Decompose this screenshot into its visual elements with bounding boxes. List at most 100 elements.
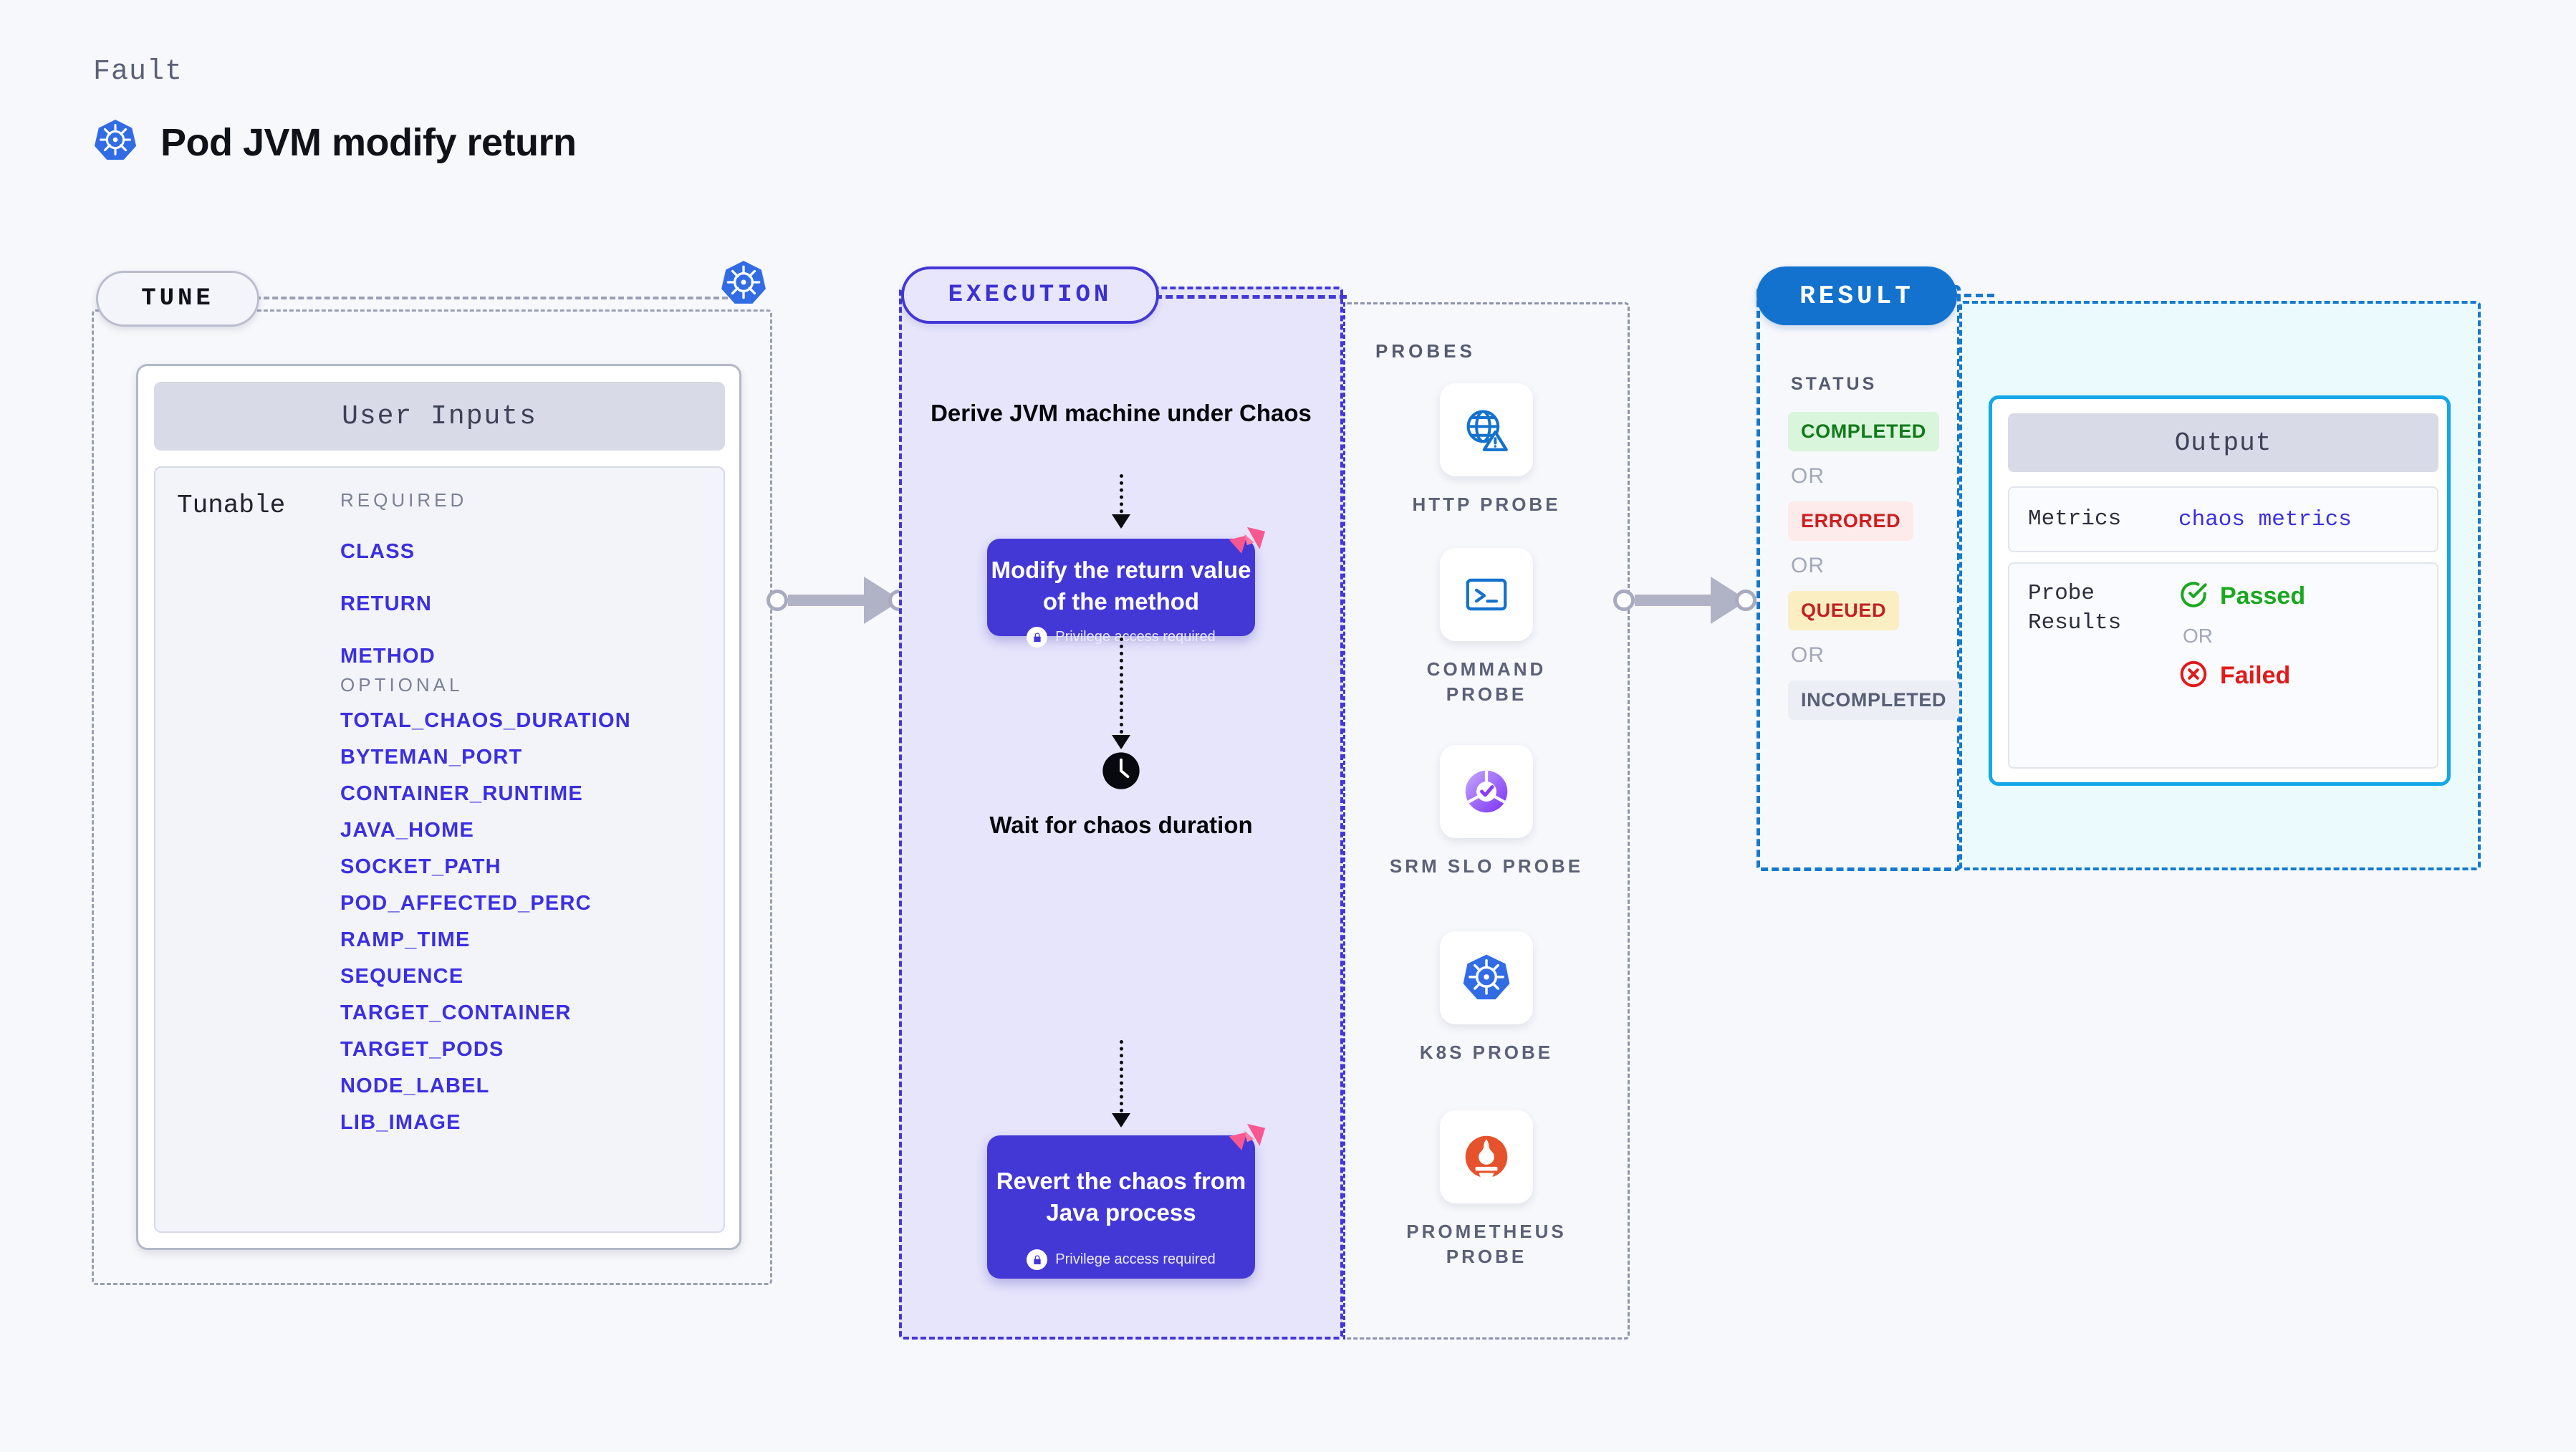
- param-socket-path[interactable]: SOCKET_PATH: [340, 855, 501, 878]
- param-return[interactable]: RETURN: [340, 592, 433, 615]
- execution-to-result-connector: [1613, 577, 1756, 624]
- passed-label: Passed: [2220, 582, 2306, 610]
- param-pod-affected-perc[interactable]: POD_AFFECTED_PERC: [340, 892, 592, 915]
- probe-prometheus-label: PROMETHEUS PROBE: [1406, 1221, 1567, 1267]
- param-sequence[interactable]: SEQUENCE: [340, 965, 464, 988]
- status-list: COMPLETED OR ERRORED OR QUEUED OR INCOMP…: [1788, 412, 1960, 720]
- user-inputs-body: Tunable REQUIRED CLASS RETURN METHOD OPT…: [154, 466, 725, 1233]
- required-heading: REQUIRED: [340, 489, 468, 511]
- x-circle-icon: [2178, 659, 2209, 693]
- param-node-label[interactable]: NODE_LABEL: [340, 1074, 490, 1097]
- step-wait-chaos-label: Wait for chaos duration: [989, 812, 1253, 838]
- connector-end-dot: [1735, 590, 1756, 611]
- status-title: STATUS: [1791, 374, 1878, 394]
- param-byteman-port[interactable]: BYTEMAN_PORT: [340, 746, 523, 769]
- prometheus-icon: [1440, 1110, 1533, 1203]
- tune-panel: [92, 309, 772, 1285]
- param-target-pods[interactable]: TARGET_PODS: [340, 1038, 504, 1061]
- result-connector-line: [1953, 294, 1994, 297]
- connector-bar: [788, 595, 864, 606]
- param-ramp-time[interactable]: RAMP_TIME: [340, 928, 471, 951]
- status-or-1: OR: [1791, 464, 1825, 488]
- optional-params-group: OPTIONAL TOTAL_CHAOS_DURATION BYTEMAN_PO…: [340, 674, 631, 1135]
- param-container-runtime[interactable]: CONTAINER_RUNTIME: [340, 782, 583, 805]
- connector-bar: [1635, 595, 1711, 606]
- param-class[interactable]: CLASS: [340, 540, 415, 563]
- output-title: Output: [2008, 413, 2438, 472]
- probe-http[interactable]: HTTP PROBE: [1383, 383, 1590, 517]
- privilege-badge: Privilege access required: [987, 627, 1255, 648]
- lock-icon: [1027, 1249, 1048, 1271]
- status-badge-queued: QUEUED: [1788, 591, 1900, 630]
- status-badge-completed: COMPLETED: [1788, 412, 1939, 451]
- execution-connector-line: [1155, 295, 1347, 299]
- privilege-badge-text: Privilege access required: [1055, 1251, 1216, 1268]
- chaos-node-2-text: Revert the chaos from Java process: [996, 1168, 1246, 1226]
- user-inputs-title: User Inputs: [154, 382, 725, 451]
- param-target-container[interactable]: TARGET_CONTAINER: [340, 1001, 572, 1024]
- probe-results-values: Passed OR Failed: [2178, 580, 2305, 693]
- param-total-chaos-duration[interactable]: TOTAL_CHAOS_DURATION: [340, 709, 631, 732]
- page-title: Pod JVM modify return: [93, 118, 577, 166]
- clock-icon: [1101, 751, 1141, 794]
- privilege-badge-text: Privilege access required: [1055, 629, 1216, 645]
- probe-http-label: HTTP PROBE: [1412, 494, 1561, 515]
- result-panel: [1756, 285, 1961, 871]
- tunable-label: Tunable: [177, 491, 286, 520]
- chaos-node-modify-return[interactable]: Modify the return value of the method Pr…: [987, 527, 1266, 648]
- output-row-metrics: Metrics chaos metrics: [2008, 486, 2438, 552]
- globe-warning-icon: [1440, 383, 1533, 476]
- status-badge-incompleted: INCOMPLETED: [1788, 681, 1960, 720]
- optional-heading: OPTIONAL: [340, 674, 463, 696]
- required-params-group: REQUIRED CLASS RETURN METHOD: [340, 489, 467, 668]
- terminal-icon: [1440, 548, 1533, 641]
- probe-srm-slo-label: SRM SLO PROBE: [1389, 855, 1584, 877]
- tune-to-execution-connector: [766, 577, 910, 624]
- flow-arrow-3: [1112, 1040, 1130, 1128]
- status-or-2: OR: [1791, 554, 1825, 577]
- execution-flow: Derive JVM machine under Chaos Modify th…: [899, 287, 1343, 1340]
- slo-gauge-icon: [1440, 745, 1533, 838]
- litmus-chaos-icon: [1224, 1121, 1268, 1165]
- check-circle-icon: [2178, 580, 2209, 613]
- probe-results-or: OR: [2183, 625, 2213, 647]
- probe-result-failed: Failed: [2178, 659, 2305, 693]
- tune-connector-line: [255, 297, 728, 299]
- param-java-home[interactable]: JAVA_HOME: [340, 819, 474, 842]
- chaos-node-revert-chaos[interactable]: Revert the chaos from Java process Privi…: [987, 1123, 1266, 1279]
- param-lib-image[interactable]: LIB_IMAGE: [340, 1111, 461, 1134]
- tune-stage-pill[interactable]: TUNE: [96, 271, 259, 327]
- probe-command[interactable]: COMMAND PROBE: [1383, 548, 1590, 707]
- probe-prometheus[interactable]: PROMETHEUS PROBE: [1383, 1110, 1590, 1269]
- connector-start-dot: [766, 590, 788, 611]
- status-or-3: OR: [1791, 643, 1825, 667]
- probe-k8s-label: K8S PROBE: [1419, 1042, 1554, 1063]
- execution-stage-pill[interactable]: EXECUTION: [901, 266, 1159, 324]
- connector-start-dot: [1613, 590, 1635, 611]
- probe-command-label: COMMAND PROBE: [1426, 658, 1547, 705]
- user-inputs-card: User Inputs Tunable REQUIRED CLASS RETUR…: [136, 364, 741, 1250]
- step-derive-jvm-label: Derive JVM machine under Chaos: [931, 400, 1312, 426]
- kubernetes-icon: [720, 259, 767, 310]
- fault-kicker: Fault: [93, 56, 183, 88]
- page-title-text: Pod JVM modify return: [160, 120, 577, 164]
- litmus-chaos-icon: [1224, 524, 1268, 569]
- probe-k8s[interactable]: K8S PROBE: [1383, 931, 1590, 1065]
- chaos-node-1-text: Modify the return value of the method: [991, 557, 1251, 615]
- status-badge-errored: ERRORED: [1788, 501, 1914, 541]
- kubernetes-icon: [93, 118, 138, 166]
- probe-srm-slo[interactable]: SRM SLO PROBE: [1383, 745, 1590, 879]
- probe-result-passed: Passed: [2178, 580, 2305, 613]
- metrics-value[interactable]: chaos metrics: [2178, 506, 2352, 532]
- failed-label: Failed: [2220, 662, 2291, 689]
- kubernetes-icon: [1440, 931, 1533, 1024]
- lock-icon: [1027, 627, 1048, 648]
- result-stage-pill[interactable]: RESULT: [1756, 266, 1957, 325]
- probes-title: PROBES: [1375, 340, 1476, 362]
- param-method[interactable]: METHOD: [340, 645, 436, 668]
- metrics-key: Metrics: [2028, 506, 2122, 532]
